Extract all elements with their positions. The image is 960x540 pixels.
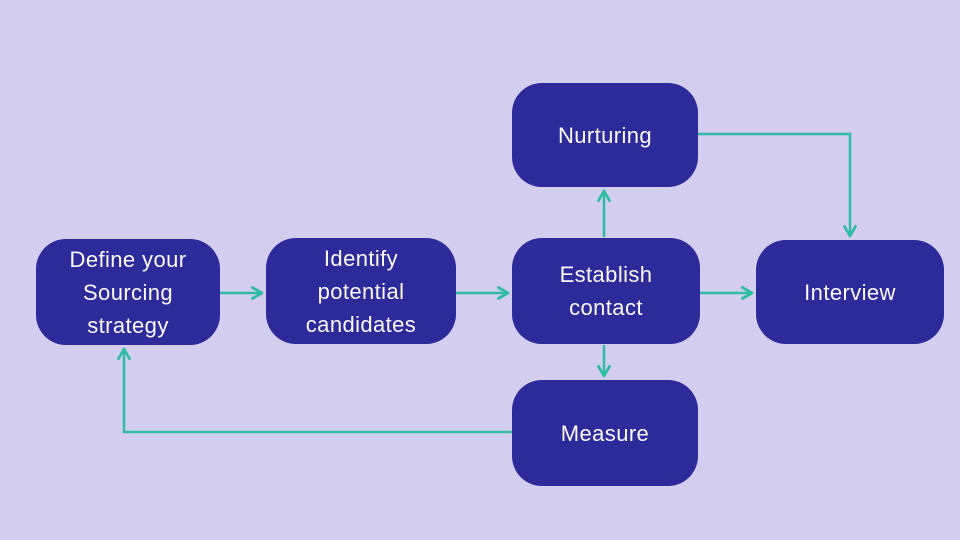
flow-node-label: Define your Sourcing strategy	[69, 246, 187, 338]
flow-node-establish-contact: Establish contact	[512, 238, 700, 344]
flow-node-define-sourcing-strategy: Define your Sourcing strategy	[36, 239, 220, 345]
flow-node-label: Nurturing	[557, 122, 653, 148]
flow-node-label: Measure	[560, 420, 650, 446]
flow-node-label: Establish contact	[559, 262, 653, 320]
flow-node-measure: Measure	[512, 380, 698, 486]
edge-nurturing-to-interview	[698, 132, 857, 238]
flow-node-interview: Interview	[756, 240, 944, 344]
flow-node-label: Identify potential candidates	[305, 245, 417, 337]
edge-measure-to-define	[117, 347, 512, 434]
flow-node-label: Interview	[804, 279, 896, 305]
flow-node-identify-potential-candidates: Identify potential candidates	[266, 238, 456, 344]
flow-node-nurturing: Nurturing	[512, 83, 698, 187]
